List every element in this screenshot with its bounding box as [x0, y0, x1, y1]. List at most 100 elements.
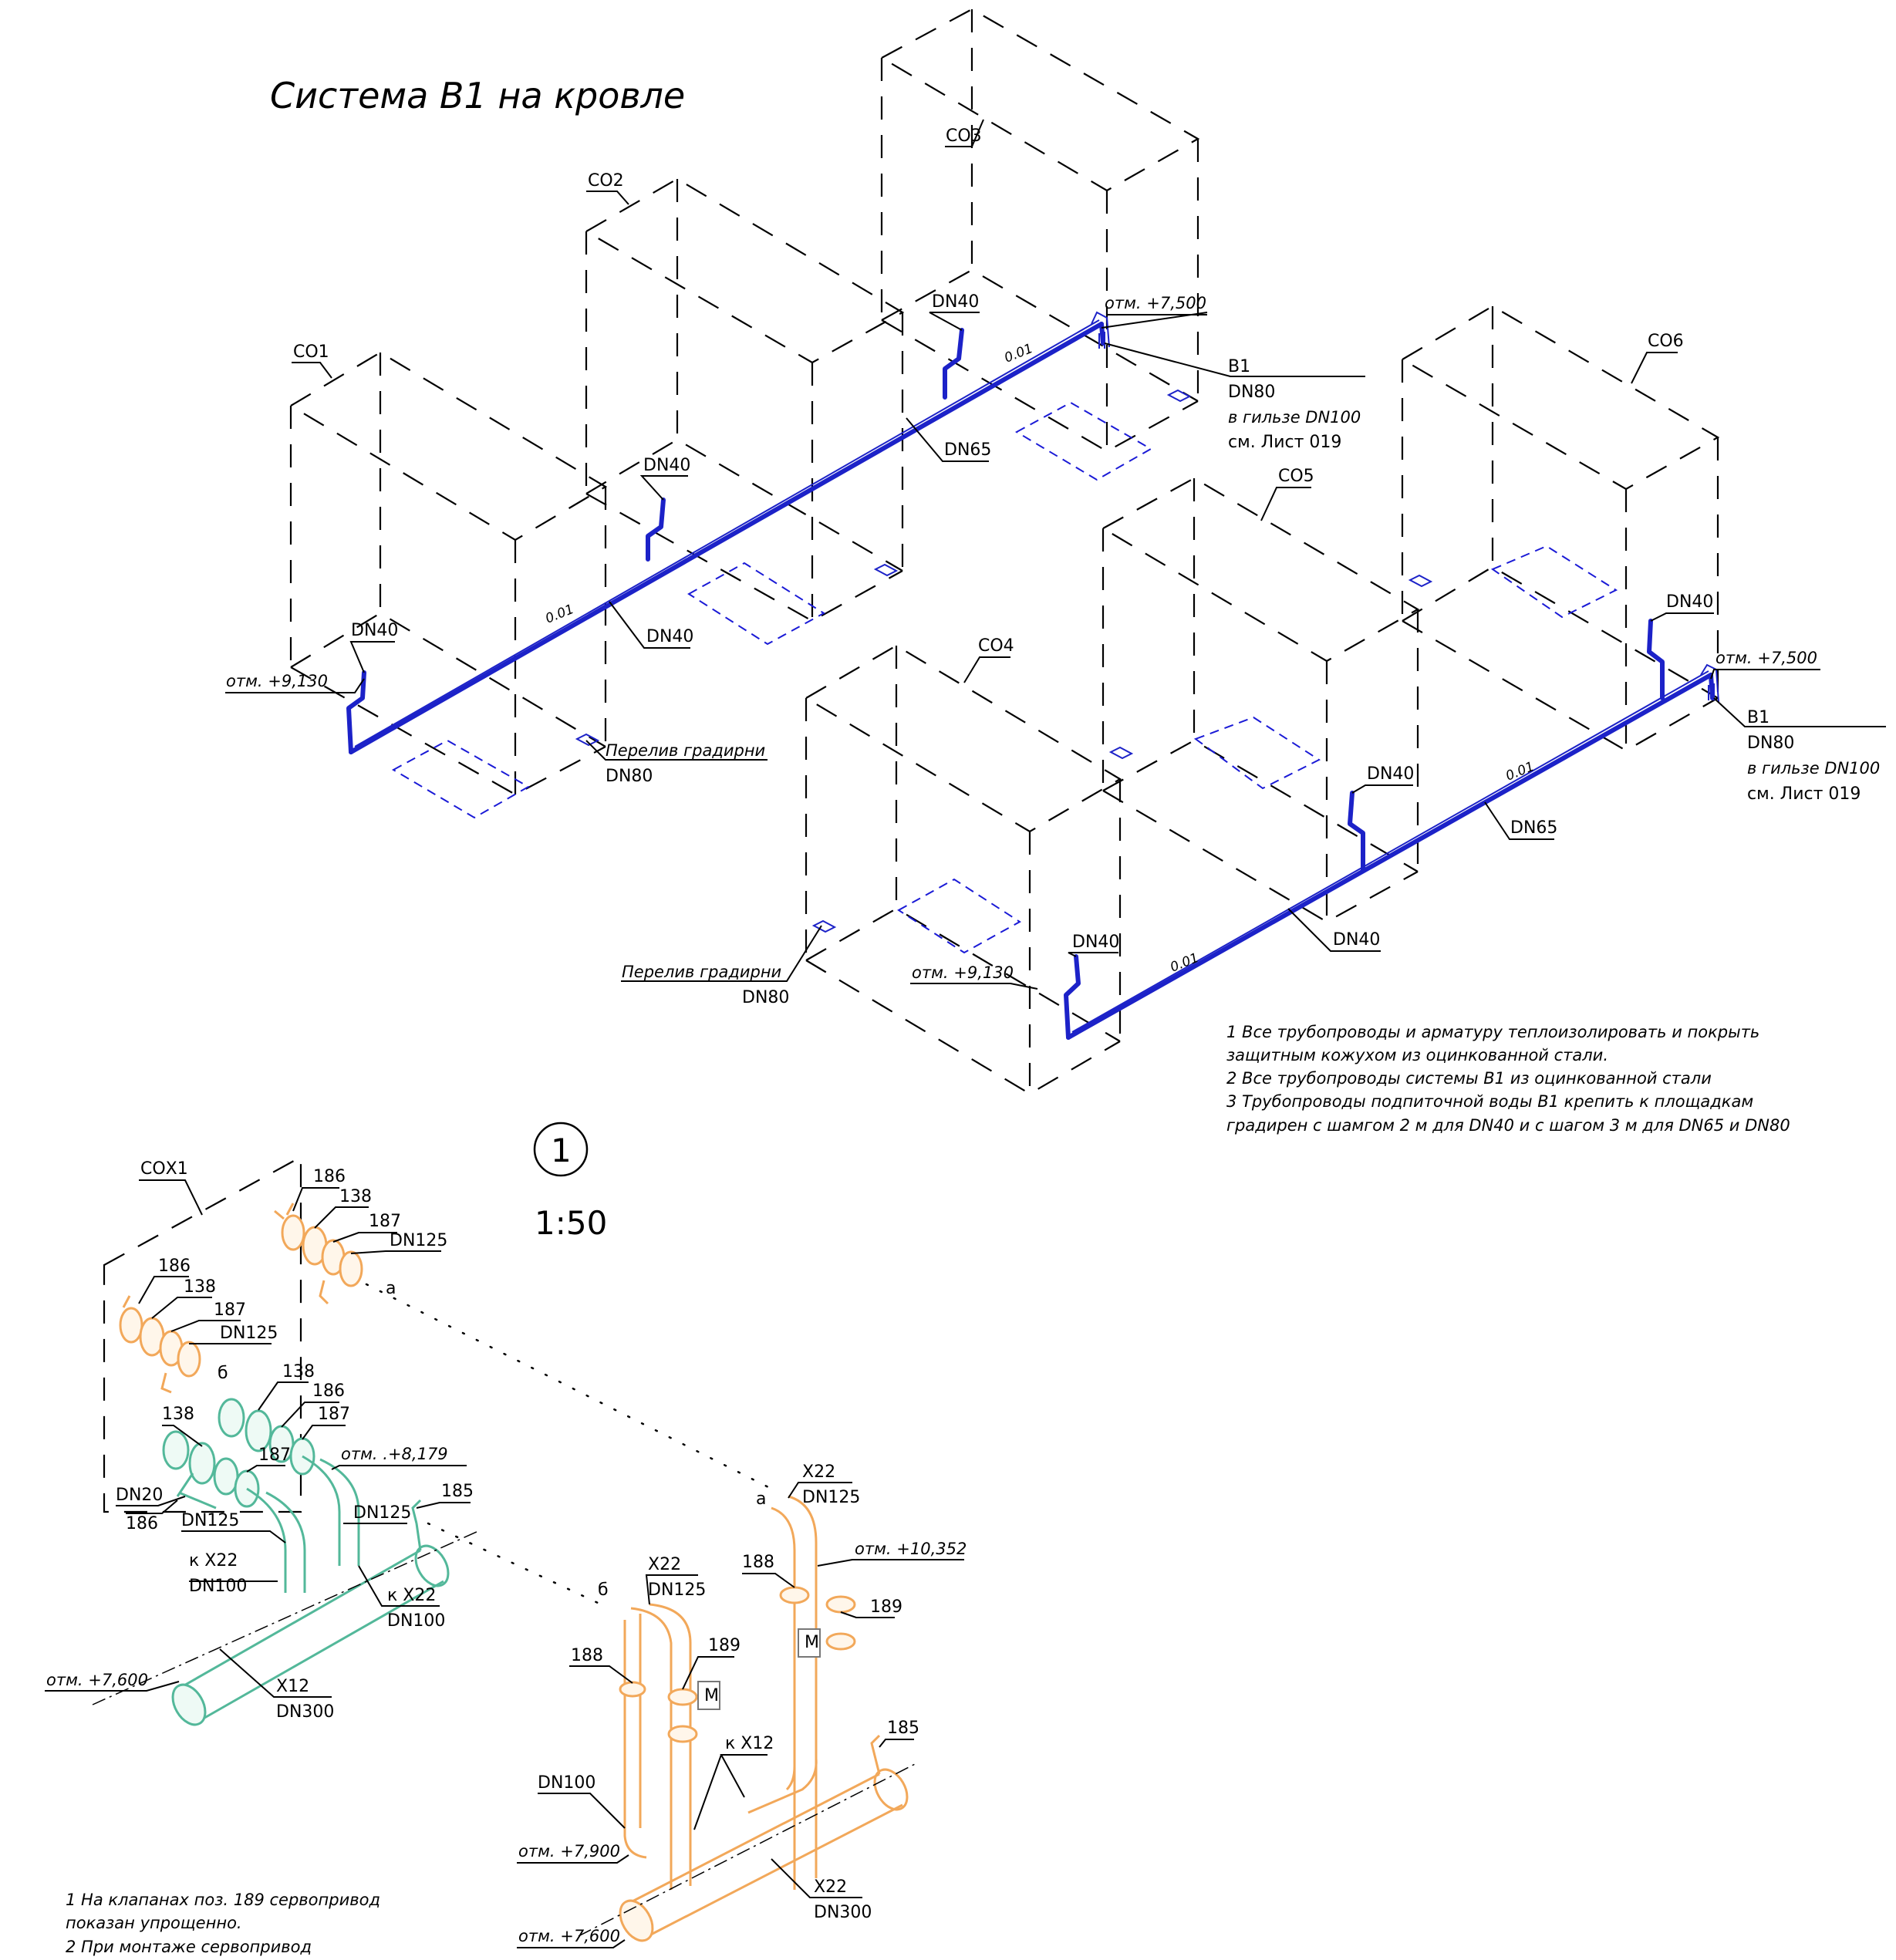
label-dn40-1: DN40	[351, 621, 398, 640]
leader-188-b	[569, 1665, 633, 1684]
co4-leader	[963, 656, 1010, 683]
leader-x22-b	[645, 1574, 698, 1605]
label-138-d: 138	[162, 1405, 194, 1424]
label-185-a: 185	[441, 1482, 474, 1501]
tower-label-co5: СО5	[1278, 467, 1314, 486]
label-186-b: 186	[158, 1257, 191, 1276]
label-186-c: 186	[312, 1381, 345, 1401]
label-x12: Х12	[276, 1677, 309, 1696]
label-x22-b: Х22	[648, 1555, 681, 1574]
note-top-2: защитным кожухом из оцинкованной стали.	[1226, 1046, 1608, 1064]
label-dn300-a: DN300	[276, 1702, 334, 1722]
leader-elev-7500-right	[1710, 669, 1820, 680]
label-138-a: 138	[339, 1187, 372, 1206]
label-a-1: а	[386, 1279, 396, 1298]
label-to-x12: к Х12	[725, 1734, 774, 1753]
tower-label-co1: СО1	[293, 342, 329, 362]
leader-138-a	[314, 1206, 369, 1229]
label-sheet-right: см. Лист 019	[1747, 784, 1861, 804]
leader-dn40-1	[349, 641, 395, 673]
label-dn20: DN20	[116, 1486, 163, 1505]
label-187-d: 187	[258, 1446, 291, 1465]
label-187-c: 187	[318, 1405, 350, 1424]
label-overflow-dn80-right: DN80	[742, 988, 789, 1007]
leader-185-b	[879, 1739, 914, 1748]
leader-to-x12	[693, 1754, 768, 1830]
label-dn40-3: DN40	[646, 627, 693, 646]
label-dn300-b: DN300	[814, 1903, 872, 1922]
note-top-4: 3 Трубопроводы подпиточной воды В1 крепи…	[1226, 1092, 1753, 1111]
label-elev-9130-right: отм. +9,130	[912, 963, 1014, 982]
motor-1: М	[805, 1633, 819, 1652]
co2-leader	[586, 191, 629, 205]
label-elev-7500-left: отм. +7,500	[1105, 294, 1206, 312]
valve-group-left	[119, 1295, 201, 1394]
leader-187-d	[246, 1465, 285, 1473]
label-138-b: 138	[184, 1277, 216, 1297]
leader-b1-left	[1104, 342, 1365, 377]
label-overflow-dn80-left: DN80	[606, 767, 653, 786]
drawing-title: Система В1 на кровле	[270, 75, 685, 116]
note-bottom-2: показан упрощенно.	[66, 1914, 242, 1932]
label-cox1: СОХ1	[140, 1159, 188, 1179]
pipe-run-left	[346, 311, 1192, 754]
tower-co1	[288, 351, 608, 819]
label-to-x22-a: к Х22	[189, 1551, 238, 1570]
leader-to-x22-b	[358, 1565, 440, 1607]
label-sheet-left: см. Лист 019	[1228, 433, 1341, 452]
note-top-5: градирен с шамгом 2 м для DN40 и с шагом…	[1226, 1116, 1790, 1135]
leader-elev-7600-b	[517, 1939, 626, 1948]
label-elev-8179: отм. .+8,179	[341, 1445, 448, 1463]
label-elev-7600-b: отм. +7,600	[518, 1927, 620, 1945]
note-top-1: 1 Все трубопроводы и арматуру теплоизоли…	[1226, 1023, 1759, 1041]
valve-group-upper	[274, 1203, 363, 1305]
leader-dn40-3	[609, 601, 690, 649]
tower-label-co2: СО2	[588, 171, 624, 191]
leader-188-a	[742, 1573, 795, 1588]
label-overflow-right: Перелив градирни	[622, 963, 781, 981]
label-dn65-left: DN65	[944, 440, 991, 460]
label-overflow-left: Перелив градирни	[606, 741, 765, 760]
leader-dn20	[116, 1496, 186, 1506]
tower-co6	[1400, 305, 1720, 752]
notes-top: 1 Все трубопроводы и арматуру теплоизоли…	[1226, 1023, 1790, 1135]
leader-overflow-left	[585, 740, 768, 761]
label-sleeve-right: в гильзе DN100	[1747, 759, 1880, 778]
leader-x12	[219, 1648, 332, 1698]
leader-138-b	[151, 1297, 212, 1319]
label-188-a: 188	[742, 1553, 774, 1572]
label-dn80-left: DN80	[1228, 383, 1275, 402]
label-dn100-b: DN100	[387, 1611, 445, 1631]
label-186-d: 186	[126, 1514, 158, 1533]
leader-186-b	[138, 1276, 189, 1304]
label-185-b: 185	[887, 1719, 919, 1738]
label-b-1: б	[218, 1364, 228, 1383]
cox1-leader	[139, 1179, 203, 1216]
label-dn80-right: DN80	[1747, 734, 1794, 753]
label-dn100-a: DN100	[189, 1577, 247, 1596]
leader-187-a	[332, 1232, 397, 1243]
label-elev-7600-a: отм. +7,600	[46, 1671, 148, 1689]
label-dn40-4: DN40	[932, 292, 979, 312]
leader-elev-8179	[331, 1465, 467, 1470]
leader-dn40-4	[929, 312, 980, 331]
label-186-a: 186	[313, 1167, 346, 1186]
label-elev-7500-right: отм. +7,500	[1716, 649, 1817, 667]
notes-bottom: 1 На клапанах поз. 189 сервопривод показ…	[66, 1891, 380, 1956]
leader-187-c	[302, 1425, 346, 1440]
label-b1-left: В1	[1228, 357, 1250, 376]
label-dn65-right: DN65	[1510, 818, 1557, 838]
co5-leader	[1260, 487, 1311, 521]
leader-dn65-left	[906, 417, 989, 462]
leader-186-c	[281, 1402, 339, 1428]
label-b1-right: В1	[1747, 708, 1769, 727]
label-to-x22-b: к Х22	[387, 1586, 436, 1605]
label-b-2: б	[598, 1580, 609, 1600]
label-138-c: 138	[282, 1362, 315, 1381]
label-187-a: 187	[369, 1212, 401, 1231]
label-dn40-6: DN40	[1333, 930, 1380, 950]
leader-x22-a	[788, 1482, 852, 1499]
label-dn40-2: DN40	[643, 456, 690, 475]
label-dn125-e: DN125	[802, 1488, 860, 1507]
